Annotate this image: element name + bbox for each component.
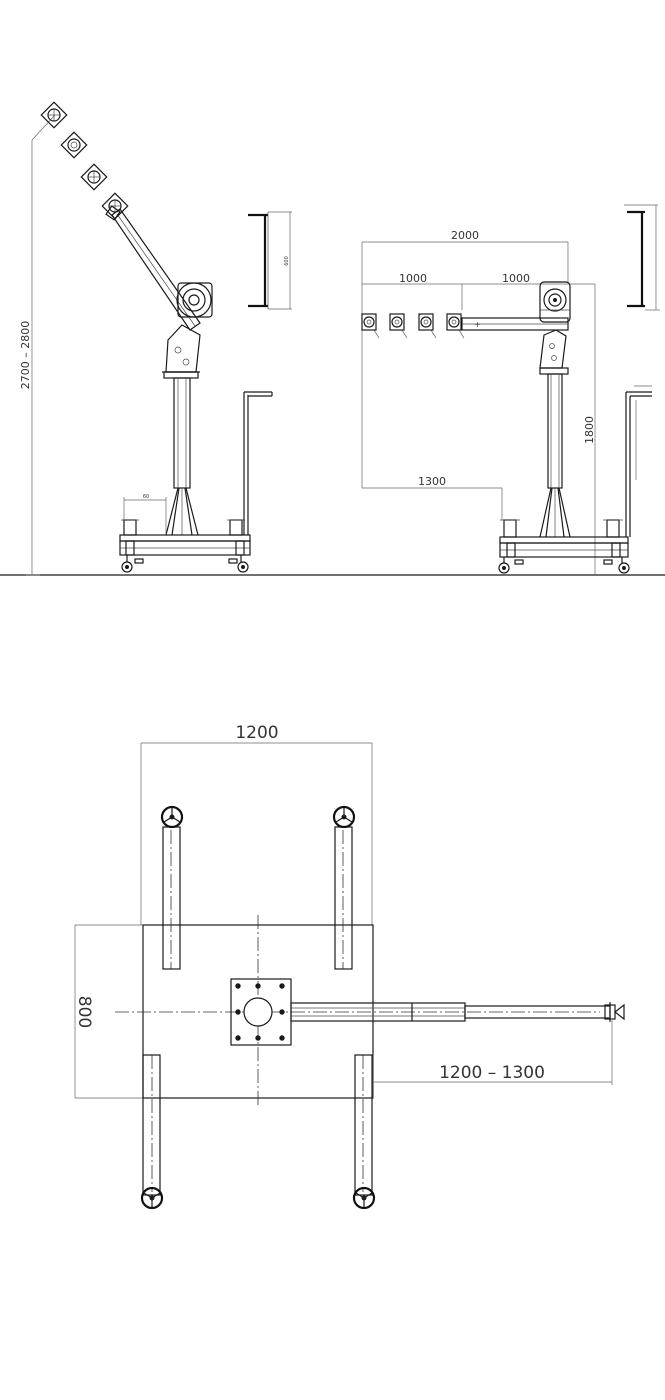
pivot-gear [176, 282, 213, 318]
front-right-label: 1000 [502, 272, 530, 285]
side-profile-detail: 600 [248, 211, 292, 310]
front-base [499, 519, 629, 558]
svg-text:+: + [474, 320, 481, 329]
front-head [539, 281, 571, 323]
top-view: 1200 800 [74, 723, 625, 1210]
side-base [119, 519, 251, 556]
front-left-label: 1000 [399, 272, 427, 285]
top-mast-flange [230, 978, 292, 1046]
side-small-label: 60 [143, 494, 149, 500]
front-total-dimension: 2000 [361, 229, 569, 310]
front-lamp-heads [361, 313, 465, 339]
mast [165, 377, 199, 536]
front-total-label: 2000 [451, 229, 479, 242]
top-depth-dimension: 800 [74, 924, 143, 1099]
front-low-dimension: 1300 [361, 310, 503, 520]
top-width-label: 1200 [235, 723, 278, 743]
top-extension-dimension: 1200 – 1300 [372, 1020, 613, 1098]
side-small-dimension: 60 [123, 494, 167, 535]
front-wheels [498, 557, 630, 574]
front-low-label: 1300 [418, 475, 446, 488]
front-view: 2000 1000 1000 1800 1300 [361, 204, 660, 575]
front-mast [539, 373, 571, 538]
side-handle [243, 391, 273, 535]
top-telescopic-arm [290, 1002, 625, 1022]
front-half-dimensions: 1000 1000 [362, 272, 596, 575]
front-height-label: 1800 [583, 416, 596, 444]
side-profile-label: 600 [284, 256, 290, 266]
front-profile-detail [624, 204, 660, 311]
top-depth-label: 800 [74, 996, 94, 1028]
side-height-label: 2700 – 2800 [19, 321, 32, 389]
top-wheels [140, 805, 376, 1210]
top-extension-label: 1200 – 1300 [439, 1063, 545, 1083]
front-arm: + [461, 317, 569, 331]
front-height-dimension: 1800 [583, 416, 596, 444]
head-bracket [162, 324, 201, 379]
front-handle [625, 385, 652, 537]
top-width-dimension: 1200 [140, 723, 373, 925]
lamp-head-positions [40, 101, 129, 220]
inclined-boom [105, 205, 201, 331]
side-height-dimension: 2700 – 2800 [19, 114, 56, 576]
side-wheels [121, 555, 249, 573]
side-view: 2700 – 2800 [19, 101, 292, 576]
front-bracket [539, 329, 569, 375]
